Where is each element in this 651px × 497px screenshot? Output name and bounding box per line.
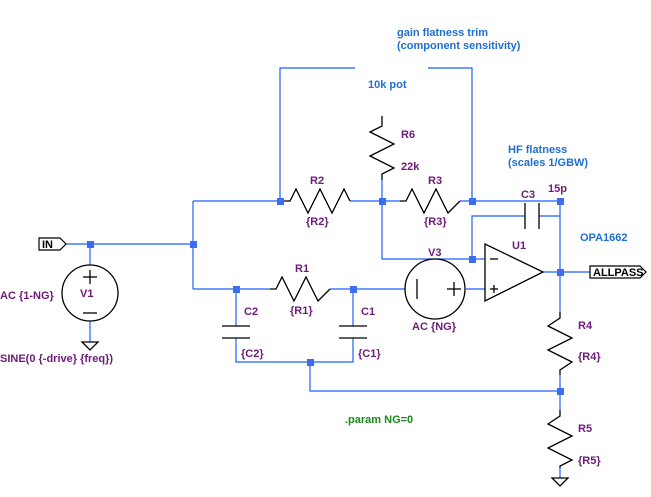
ground-symbol-v1	[80, 341, 100, 351]
label-r2-value: {R2}	[306, 216, 329, 228]
label-v3-name: V3	[428, 247, 441, 259]
wire-c2-bottom	[235, 338, 310, 363]
label-r4-value: {R4}	[578, 351, 601, 363]
label-r5-name: R5	[578, 423, 592, 435]
resistor-r2[interactable]	[280, 187, 351, 215]
label-c1-value: {C1}	[358, 348, 381, 360]
label-r6-name: R6	[401, 129, 415, 141]
resistor-r4[interactable]	[546, 312, 574, 375]
wires	[66, 67, 590, 478]
resistor-r3[interactable]	[400, 187, 461, 215]
capacitor-c3[interactable]	[524, 203, 540, 229]
param-directive: .param NG=0	[345, 414, 413, 426]
capacitor-c1[interactable]	[339, 325, 367, 339]
label-r4-name: R4	[578, 320, 593, 332]
note-gain-trim-1: gain flatness trim	[397, 27, 488, 39]
label-v1-name: V1	[80, 288, 93, 300]
label-r2-name: R2	[310, 175, 324, 187]
ground-symbol-r5	[550, 477, 570, 487]
capacitor-c2[interactable]	[222, 325, 250, 339]
label-c2-name: C2	[244, 306, 258, 318]
note-hf-1: HF flatness	[508, 144, 567, 156]
label-r5-value: {R5}	[578, 455, 601, 467]
label-c2-value: {C2}	[241, 348, 264, 360]
label-c3-value: 15p	[548, 183, 567, 195]
note-hf-2: (scales 1/GBW)	[508, 157, 588, 169]
note-opamp-model: OPA1662	[580, 232, 628, 244]
net-flag-in[interactable]: IN	[38, 237, 67, 251]
note-pot: 10k pot	[368, 79, 407, 91]
label-r3-name: R3	[428, 175, 442, 187]
voltage-source-v3[interactable]	[404, 258, 466, 320]
note-gain-trim-2: (component sensitivity)	[397, 40, 521, 52]
svg-text:IN: IN	[42, 239, 53, 251]
resistor-r5[interactable]	[546, 410, 574, 468]
voltage-source-v1[interactable]	[61, 264, 119, 322]
label-c3-name: C3	[521, 189, 535, 201]
resistor-r6[interactable]	[368, 122, 396, 180]
svg-text:ALLPASS: ALLPASS	[593, 267, 644, 279]
wire-c1-bottom	[310, 338, 354, 363]
label-r1-name: R1	[295, 263, 309, 275]
wire-cap-to-r4r5	[309, 362, 560, 392]
label-r1-value: {R1}	[290, 305, 313, 317]
net-flag-allpass[interactable]: ALLPASS	[589, 265, 647, 279]
label-u1-name: U1	[512, 240, 526, 252]
label-r6-value: 22k	[401, 161, 420, 173]
wire-r6-down	[381, 180, 472, 260]
label-r3-value: {R3}	[424, 216, 447, 228]
label-v1-value1: AC {1-NG}	[0, 290, 55, 302]
resistor-r1[interactable]	[270, 275, 331, 303]
junctions	[87, 198, 564, 395]
wire-c3-left	[471, 215, 525, 259]
label-v3-value: AC {NG}	[412, 321, 457, 333]
wire-trim-right	[428, 67, 473, 201]
label-c1-name: C1	[361, 306, 375, 318]
wire-trim-left	[279, 67, 355, 201]
opamp-u1[interactable]	[484, 242, 545, 303]
label-v1-value2: SINE(0 {-drive} {freq})	[0, 353, 113, 365]
